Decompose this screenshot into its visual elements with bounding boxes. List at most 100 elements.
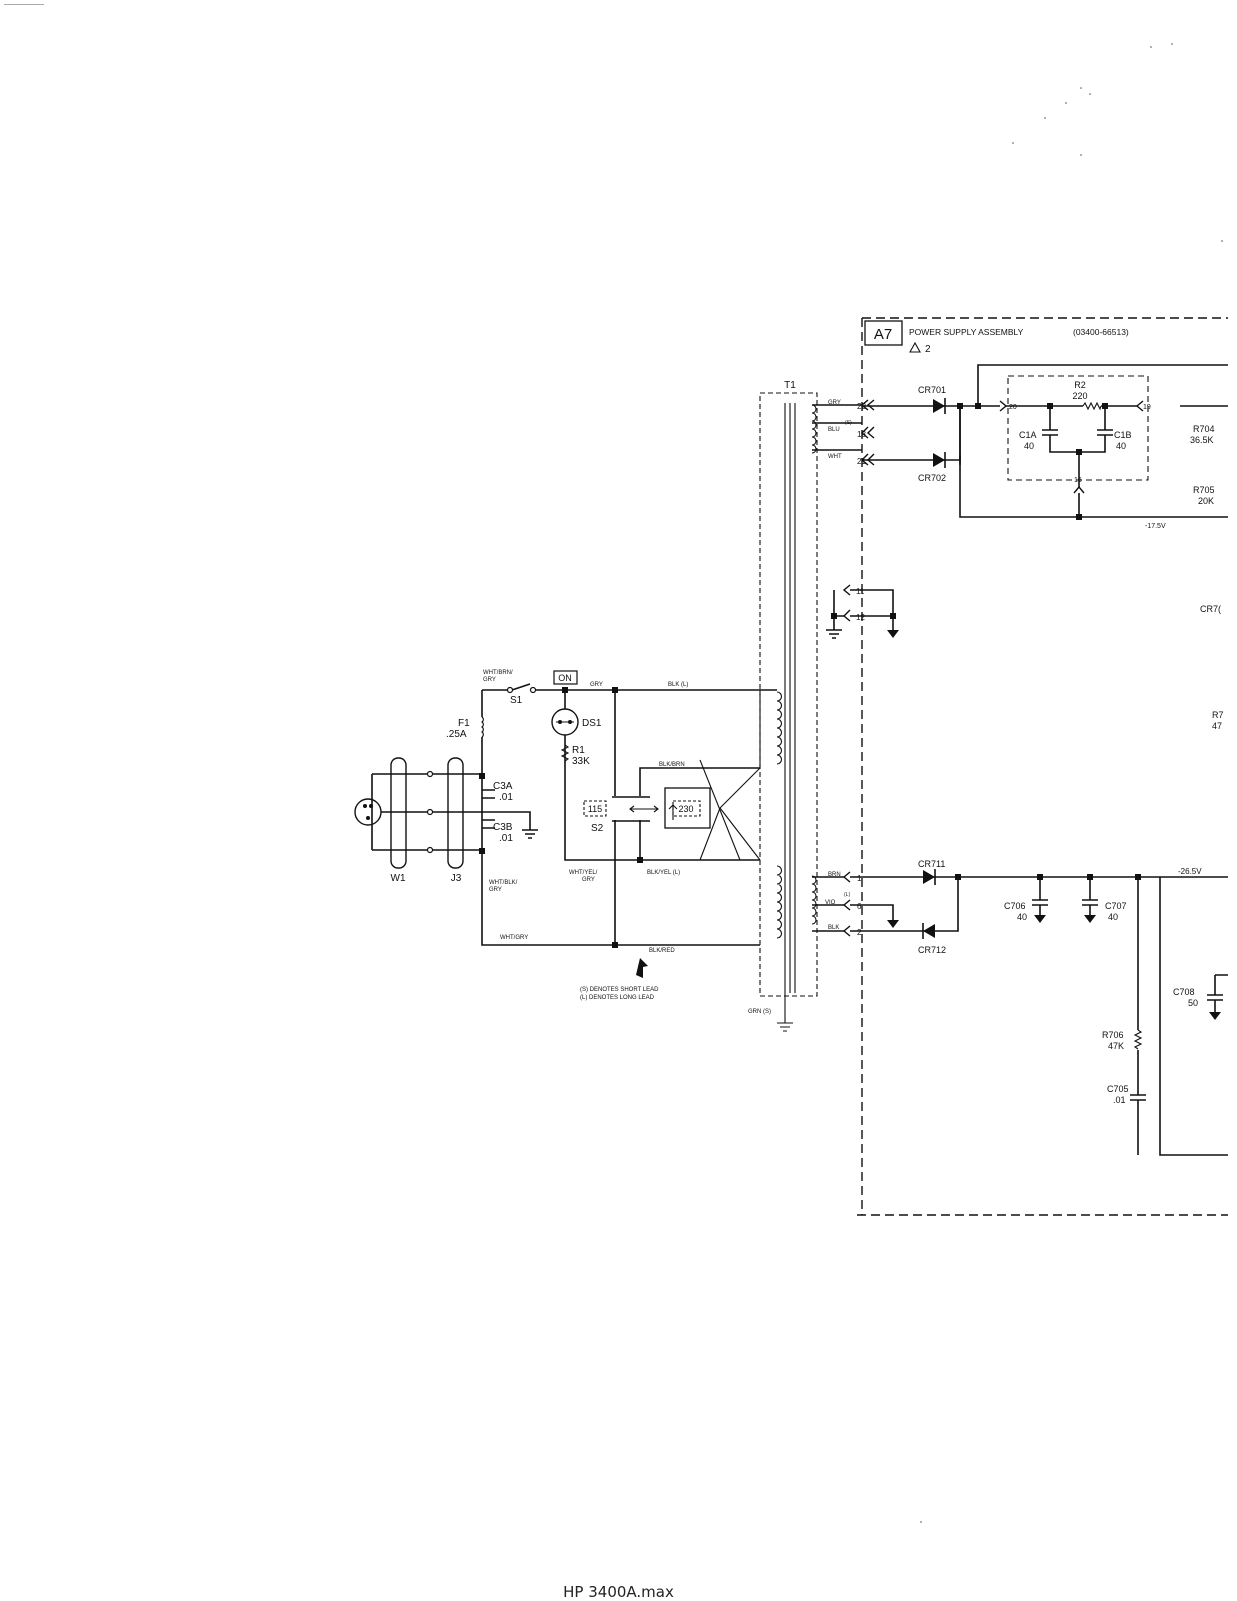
c706-label: C706 (1004, 901, 1026, 911)
c3a-value: .01 (499, 792, 513, 803)
c1b-value: 40 (1116, 441, 1126, 451)
pin-18-left: 18 (857, 430, 866, 439)
pin-16: 16 (1074, 477, 1082, 484)
wire-wht-blk-gry-1: WHT/BLK/ (489, 880, 518, 886)
wire-brn: BRN (828, 872, 841, 878)
pin-1: 1 (857, 874, 862, 883)
wire-blk-yel-l: BLK/YEL (L) (647, 870, 680, 876)
transformer-t1 (759, 392, 818, 1032)
v115-label: 115 (588, 804, 602, 814)
wire-blk-l: BLK (L) (668, 682, 688, 688)
c1a-label: C1A (1019, 430, 1037, 440)
pins-11-12-wiring (826, 589, 899, 639)
c707-label: C707 (1105, 901, 1127, 911)
c3-capacitors (482, 789, 538, 839)
wire-wht-brn-gry-1: WHT/BRN/ (483, 670, 513, 676)
s1-label: S1 (510, 695, 523, 706)
f1-value: .25A (446, 729, 467, 740)
wire-wht-yel-gry-2: GRY (582, 877, 595, 883)
r706-value: 47K (1108, 1041, 1124, 1051)
pin-11: 11 (856, 587, 865, 596)
lower-secondary-wiring (812, 876, 1228, 1156)
scan-specks (4, 4, 1223, 1523)
footer-filename: HP 3400A.max (563, 1583, 674, 1601)
c3b-value: .01 (499, 833, 513, 844)
r7-partial-label: R7 (1212, 710, 1224, 720)
assembly-id: A7 (874, 326, 892, 343)
voltage-neg-26-5: -26.5V (1178, 867, 1202, 876)
wire-wht-blk-gry-2: GRY (489, 887, 502, 893)
lamp-ds1-icon (551, 708, 579, 736)
power-cord-w1-j3 (354, 757, 482, 869)
j3-label: J3 (451, 873, 462, 884)
wire-blk-brn: BLK/BRN (659, 762, 685, 768)
c707-value: 40 (1108, 912, 1118, 922)
c705-label: C705 (1107, 1084, 1129, 1094)
cr701-diode-icon (933, 398, 946, 414)
c708-label: C708 (1173, 987, 1195, 997)
note-short-lead: (S) DENOTES SHORT LEAD (580, 987, 659, 993)
pin-19: 19 (1143, 404, 1151, 411)
wire-blu: BLU (828, 427, 840, 433)
wire-gry-top: GRY (828, 400, 841, 406)
r704-value: 36.5K (1190, 435, 1214, 445)
w1-label: W1 (391, 873, 406, 884)
wire-wht-yel-gry-1: WHT/YEL/ (569, 870, 598, 876)
pin-22: 22 (857, 402, 866, 411)
revision-delta-icon (909, 341, 921, 353)
pin-20: 20 (1009, 404, 1017, 411)
c3a-label: C3A (493, 781, 513, 792)
t1-label: T1 (784, 380, 796, 391)
pin-2: 2 (857, 928, 862, 937)
primary-wiring (481, 683, 777, 946)
note-arrow-icon (636, 958, 648, 978)
r1-value: 33K (572, 756, 590, 767)
junction-dots (479, 403, 1141, 948)
cr711-diode-icon (923, 869, 936, 885)
f1-label: F1 (458, 718, 470, 729)
cr712-label: CR712 (918, 945, 946, 955)
c705-value: .01 (1113, 1095, 1126, 1105)
on-label: ON (558, 673, 572, 683)
r2-value: 220 (1072, 391, 1087, 401)
s2-label: S2 (591, 823, 604, 834)
cr701-label: CR701 (918, 385, 946, 395)
top-secondary-wiring (812, 364, 1228, 518)
ds1-label: DS1 (582, 718, 602, 729)
wire-blk: BLK (828, 925, 839, 931)
voltage-neg-17-5: -17.5V (1145, 523, 1166, 530)
c1a-value: 40 (1024, 441, 1034, 451)
c1b-label: C1B (1114, 430, 1132, 440)
cr70-partial-label: CR7( (1200, 604, 1221, 614)
c3b-label: C3B (493, 822, 513, 833)
wire-wht-brn-gry-2: GRY (483, 677, 496, 683)
pin-6: 6 (857, 902, 862, 911)
assembly-title: POWER SUPPLY ASSEMBLY (909, 327, 1024, 337)
r2-label: R2 (1074, 380, 1086, 390)
assembly-part-number: (03400-66513) (1073, 327, 1129, 337)
v230-label: 230 (678, 804, 693, 814)
pin-12: 12 (856, 613, 865, 622)
wire-wht: WHT (828, 454, 842, 460)
c706-value: 40 (1017, 912, 1027, 922)
on-indicator-box (553, 670, 578, 685)
a7-assembly-boundary (857, 317, 1228, 1216)
r706-label: R706 (1102, 1030, 1124, 1040)
wire-vio: VIO (825, 900, 836, 906)
wire-gry-primary: GRY (590, 682, 603, 688)
wire-blk-red: BLK/RED (649, 948, 675, 954)
cr711-label: CR711 (918, 859, 945, 869)
assembly-revision: 2 (925, 344, 931, 355)
wire-l-mark: (L) (844, 892, 850, 898)
r705-label: R705 (1193, 485, 1215, 495)
cr702-label: CR702 (918, 473, 946, 483)
cr702-diode-icon (933, 452, 946, 468)
c708-value: 50 (1188, 998, 1198, 1008)
wire-wht-gry: WHT/GRY (500, 935, 528, 941)
r7-partial-value: 47 (1212, 721, 1222, 731)
note-long-lead: (L) DENOTES LONG LEAD (580, 995, 655, 1001)
r1-label: R1 (572, 745, 585, 756)
wire-s-mark: (S) (845, 420, 852, 426)
pin-21: 21 (857, 457, 866, 466)
